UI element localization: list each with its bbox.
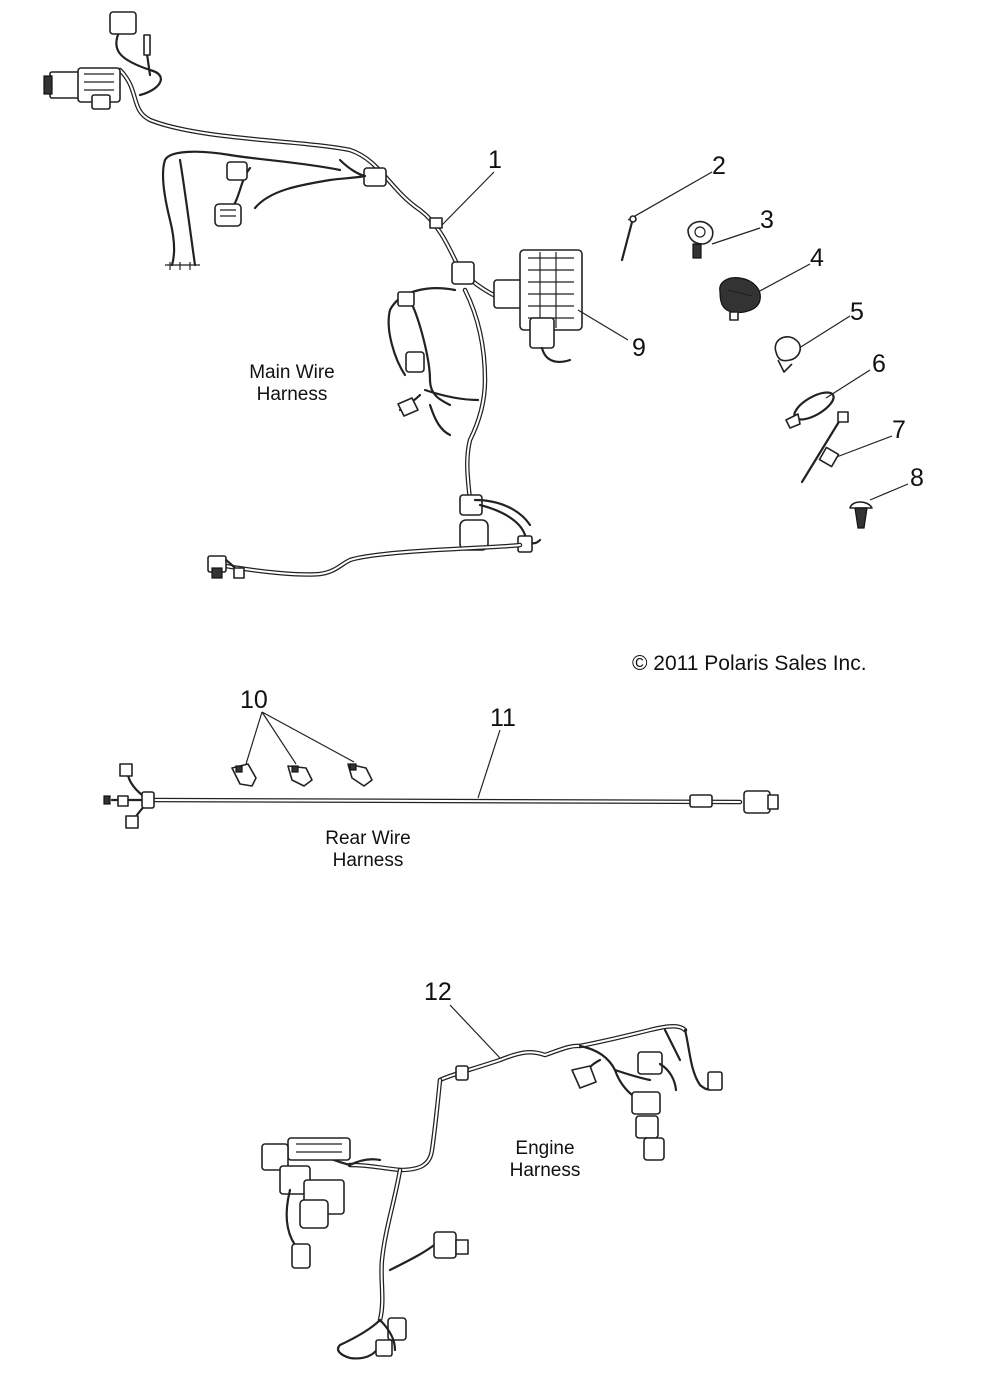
leader-lines-engine bbox=[449, 1004, 501, 1059]
callout-4: 4 bbox=[810, 244, 824, 272]
leader-lines-rear bbox=[245, 711, 501, 799]
leader-lines-main bbox=[441, 171, 909, 501]
main-wire-harness bbox=[43, 11, 583, 579]
caption-engine-line2: Harness bbox=[509, 1159, 581, 1181]
engine-harness bbox=[261, 1024, 723, 1360]
callout-5: 5 bbox=[850, 298, 864, 326]
callout-2: 2 bbox=[712, 152, 726, 180]
part-5-clip bbox=[774, 336, 802, 373]
part-8-push-rivet bbox=[849, 501, 873, 529]
part-4-connector-cover bbox=[719, 277, 761, 321]
caption-engine-harness: Engine Harness bbox=[490, 1138, 600, 1182]
caption-main-wire-harness: Main Wire Harness bbox=[232, 362, 352, 406]
caption-main-line2: Harness bbox=[256, 383, 328, 405]
caption-engine-line1: Engine bbox=[515, 1138, 575, 1159]
rear-wire-harness bbox=[103, 763, 779, 829]
part-10-clips bbox=[231, 763, 373, 787]
part-6-cable-tie-loop bbox=[785, 391, 835, 429]
copyright-notice: © 2011 Polaris Sales Inc. bbox=[632, 652, 867, 675]
caption-main-line1: Main Wire bbox=[249, 362, 335, 383]
callout-12: 12 bbox=[424, 978, 452, 1006]
caption-rear-wire-harness: Rear Wire Harness bbox=[308, 828, 428, 872]
caption-rear-line1: Rear Wire bbox=[325, 828, 411, 849]
callout-9: 9 bbox=[632, 334, 646, 362]
part-2-tie-strap bbox=[620, 215, 637, 262]
callout-11: 11 bbox=[490, 704, 516, 732]
callout-1: 1 bbox=[488, 146, 502, 174]
callout-8: 8 bbox=[910, 464, 924, 492]
callout-3: 3 bbox=[760, 206, 774, 234]
callout-7: 7 bbox=[892, 416, 906, 444]
callout-10: 10 bbox=[240, 686, 268, 714]
part-7-push-tie bbox=[800, 411, 849, 484]
caption-rear-line2: Harness bbox=[332, 849, 404, 871]
part-3-clip bbox=[687, 220, 714, 259]
callout-6: 6 bbox=[872, 350, 886, 378]
